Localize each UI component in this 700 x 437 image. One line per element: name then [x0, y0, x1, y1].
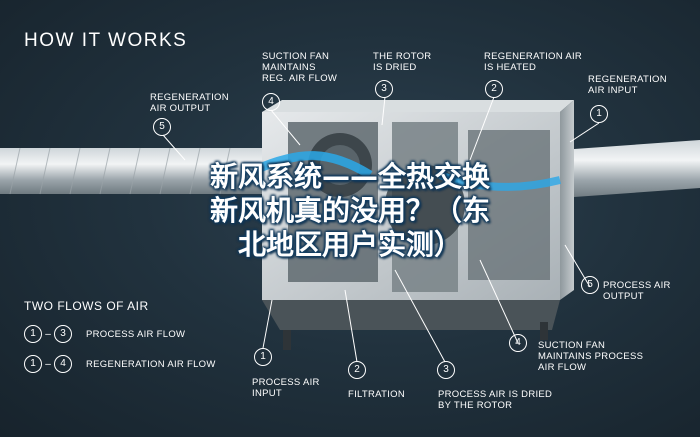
- suction-regen-number: 4: [262, 93, 280, 111]
- headline-line-2: 新风机真的没用？（东: [209, 194, 490, 227]
- headline-line-3: 北地区用户实测）: [237, 228, 462, 261]
- process-output-number: 5: [581, 276, 599, 294]
- process-input-label: PROCESS AIR INPUT: [252, 377, 320, 399]
- process-input-number: 1: [254, 348, 272, 366]
- regen-output-label: REGENERATION AIR OUTPUT: [150, 92, 229, 114]
- page-title: HOW IT WORKS: [24, 30, 188, 51]
- process-output-label: PROCESS AIR OUTPUT: [603, 280, 671, 302]
- suction-process-number: 4: [509, 334, 527, 352]
- filtration-label: FILTRATION: [348, 389, 406, 400]
- process-dried-label: PROCESS AIR IS DRIED BY THE ROTOR: [438, 389, 553, 411]
- regen-heated-label: REGENERATION AIR IS HEATED: [484, 51, 583, 73]
- process-dried-number: 3: [437, 361, 455, 379]
- legend-label: REGENERATION AIR FLOW: [86, 358, 216, 370]
- regen-output-number: 5: [153, 118, 171, 136]
- legend-from-number: 1: [24, 325, 42, 343]
- rotor-dried-number: 3: [375, 80, 393, 98]
- legend-from-number: 1: [24, 355, 42, 373]
- legend-to-number: 3: [54, 325, 72, 343]
- headline-line-1: 新风系统——全热交换: [209, 160, 490, 193]
- headline-overlay: 新风系统——全热交换 新风机真的没用？（东 北地区用户实测）: [100, 160, 600, 262]
- regen-input-number: 1: [590, 105, 608, 123]
- right-duct: [560, 140, 700, 198]
- legend-row-regeneration: 1 – 4 REGENERATION AIR FLOW: [24, 355, 216, 373]
- suction-regen-label: SUCTION FAN MAINTAINS REG. AIR FLOW: [262, 51, 338, 84]
- legend-label: PROCESS AIR FLOW: [86, 328, 186, 340]
- regen-heated-number: 2: [485, 80, 503, 98]
- filtration-number: 2: [348, 361, 366, 379]
- regen-input-label: REGENERATION AIR INPUT: [588, 74, 667, 96]
- legend-title: TWO FLOWS OF AIR: [24, 299, 149, 313]
- rotor-dried-label: THE ROTOR IS DRIED: [373, 51, 432, 73]
- suction-process-label: SUCTION FAN MAINTAINS PROCESS AIR FLOW: [538, 340, 644, 373]
- legend-to-number: 4: [54, 355, 72, 373]
- legend-row-process: 1 – 3 PROCESS AIR FLOW: [24, 325, 185, 343]
